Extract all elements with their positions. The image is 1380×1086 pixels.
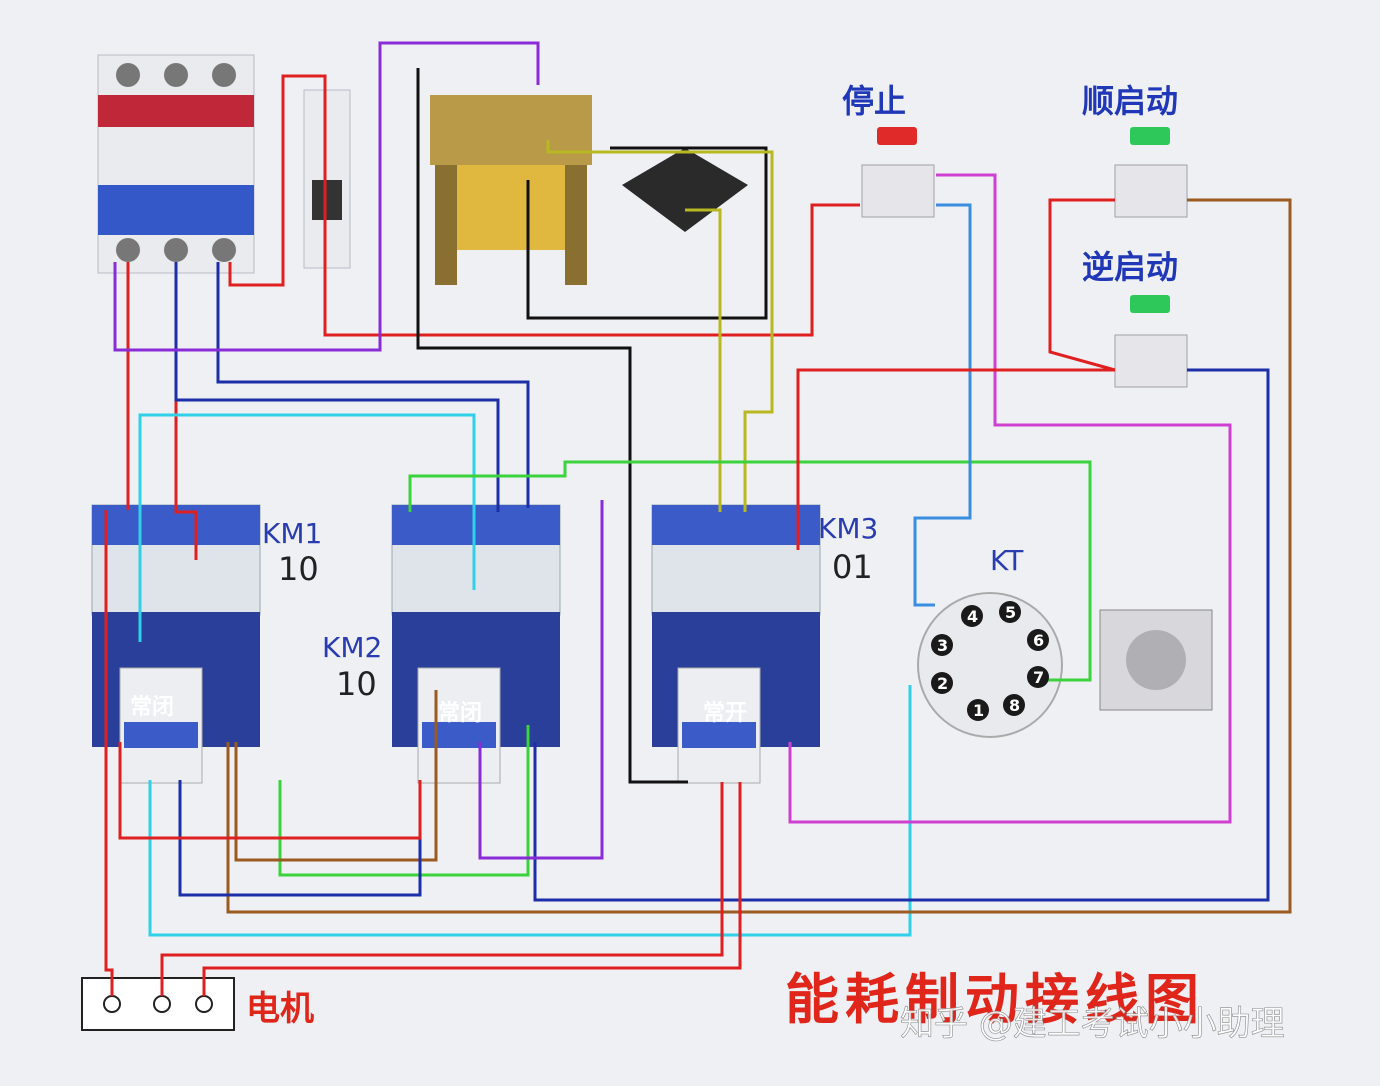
reverse-start-button-device [1114,295,1188,388]
timer-pins: 1 2 3 4 5 6 7 8 [931,601,1049,721]
timer-label: KT [990,544,1024,577]
timer-pin-3: 3 [937,636,948,655]
km1-aux-label: 常闭 [130,694,174,720]
bridge-rectifier [622,148,748,232]
contactor-km2-device [391,504,561,784]
control-breaker [303,89,351,269]
wire-purple [113,41,540,352]
wire-black [526,146,768,320]
forward-start-button-label: 顺启动 [1082,82,1178,120]
reverse-start-button-label: 逆启动 [1082,248,1178,286]
wire-red [118,742,422,840]
km1-code-label: 10 [278,550,319,588]
wire-brown [234,690,438,862]
wire-olive [685,208,722,512]
stop-button-device [861,127,935,218]
wire-blue [216,262,530,508]
wire-red [228,74,860,337]
timer-pin-8: 8 [1009,696,1020,715]
forward-start-button-device [1114,127,1188,218]
contactor-km3-device [651,504,821,784]
wire-green [278,725,530,877]
wires [104,41,1292,996]
main-breaker [97,54,255,274]
wire-red [160,782,724,996]
wire-cyan [148,685,912,937]
km2-code-label: 10 [336,665,377,703]
wire-red [796,368,1115,550]
wire-red [1048,198,1116,372]
timer-socket [917,592,1063,738]
wire-blue [174,262,500,512]
km3-code-label: 01 [832,548,873,586]
wire-lightblue [913,203,972,607]
km3-name-label: KM3 [818,512,878,545]
km3-aux-label: 常开 [703,700,747,726]
wire-brown [226,198,1292,914]
stop-button-label: 停止 [842,82,906,120]
wire-red [104,510,114,996]
wire-red [202,782,742,996]
wire-green [408,460,1092,682]
wire-magenta [788,173,1232,824]
transformer [430,95,592,285]
timer-pin-6: 6 [1033,631,1044,650]
timer-pin-7: 7 [1033,668,1044,687]
wire-blue [533,368,1270,902]
diagram-title: 能耗制动接线图 [785,968,1205,1031]
wire-purple [478,500,604,860]
contactor-km1-device [91,504,261,784]
km1-name-label: KM1 [262,517,322,550]
timer-pin-4: 4 [967,607,978,626]
motor-terminal-box [81,977,235,1031]
watermark: 知乎 @建工考试小小助理 [900,1004,1285,1044]
wire-black [416,68,688,784]
timer-relay-device [1099,609,1213,711]
wire-olive [546,140,774,512]
km2-aux-label: 常闭 [438,700,482,726]
timer-pin-1: 1 [973,701,984,720]
km2-name-label: KM2 [322,631,382,664]
timer-pin-2: 2 [937,674,948,693]
motor-label: 电机 [246,989,314,1029]
timer-pin-5: 5 [1005,603,1016,622]
wire-cyan [138,413,476,642]
